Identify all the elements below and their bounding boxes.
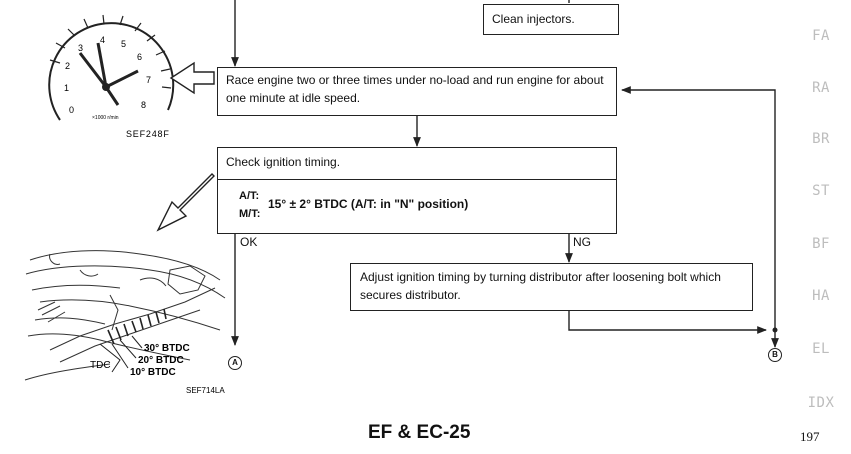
- timing-mark-10: 10° BTDC: [130, 367, 176, 378]
- tach-tick-3: 3: [78, 43, 83, 53]
- clean-injectors-box: Clean injectors.: [483, 4, 619, 35]
- ok-label: OK: [240, 235, 258, 249]
- check-timing-box: Check ignition timing. A/T: M/T: 15° ± 2…: [217, 147, 617, 234]
- timing-mark-20: 20° BTDC: [138, 355, 184, 366]
- clean-injectors-text: Clean injectors.: [492, 12, 575, 26]
- sidebar-tab-st[interactable]: ST: [812, 183, 830, 199]
- ng-label: NG: [573, 235, 591, 249]
- sidebar-tab-idx[interactable]: IDX: [807, 395, 835, 411]
- race-engine-text: Race engine two or three times under no-…: [226, 73, 604, 105]
- tach-unit: ×1000 r/min: [92, 115, 119, 121]
- check-timing-header: Check ignition timing.: [218, 148, 616, 180]
- tach-tick-2: 2: [65, 61, 70, 71]
- sidebar-tab-el[interactable]: EL: [812, 341, 830, 357]
- race-engine-box: Race engine two or three times under no-…: [217, 67, 617, 116]
- tach-tick-7: 7: [146, 75, 151, 85]
- timing-spec: 15° ± 2° BTDC (A/T: in "N" position): [268, 197, 469, 211]
- timing-mark-figure: 30° BTDC 20° BTDC 10° BTDC TDC SEF714LA: [24, 250, 225, 395]
- timing-mark-30: 30° BTDC: [144, 343, 190, 354]
- tach-tick-5: 5: [121, 39, 126, 49]
- hollow-arrow-right-icon: [169, 61, 215, 95]
- tach-tick-4: 4: [100, 35, 105, 45]
- connector-b: B: [768, 348, 782, 362]
- page-number: 197: [800, 429, 820, 444]
- timing-mark-tdc: TDC: [90, 360, 111, 371]
- tach-tick-zero: 0: [69, 105, 74, 115]
- at-label: A/T:: [239, 190, 260, 202]
- tach-figure-id: SEF248F: [126, 129, 170, 139]
- connector-a: A: [228, 356, 242, 370]
- check-timing-text: Check ignition timing.: [226, 155, 341, 169]
- tach-tick-1: 1: [64, 83, 69, 93]
- mt-label: M/T:: [239, 208, 261, 220]
- sidebar-tab-ra[interactable]: RA: [812, 80, 830, 96]
- adjust-timing-box: Adjust ignition timing by turning distri…: [350, 263, 753, 311]
- connector-b-label: B: [772, 350, 778, 359]
- timing-figure-id: SEF714LA: [186, 386, 225, 395]
- sidebar-tab-fa[interactable]: FA: [812, 28, 830, 44]
- connector-a-label: A: [232, 358, 238, 367]
- sidebar-tab-bf[interactable]: BF: [812, 236, 830, 252]
- tach-tick-6: 6: [137, 52, 142, 62]
- hollow-arrow-down-left-icon: [156, 173, 215, 232]
- section-title: EF & EC-25: [368, 422, 471, 443]
- sidebar-tab-ha[interactable]: HA: [812, 288, 830, 304]
- tachometer-figure: 1 2 3 4 5 6 7 8 0 ×1000 r/min SEF248F: [48, 14, 175, 139]
- tach-tick-8: 8: [141, 100, 146, 110]
- adjust-timing-text: Adjust ignition timing by turning distri…: [360, 270, 721, 302]
- sidebar-tab-br[interactable]: BR: [812, 131, 830, 147]
